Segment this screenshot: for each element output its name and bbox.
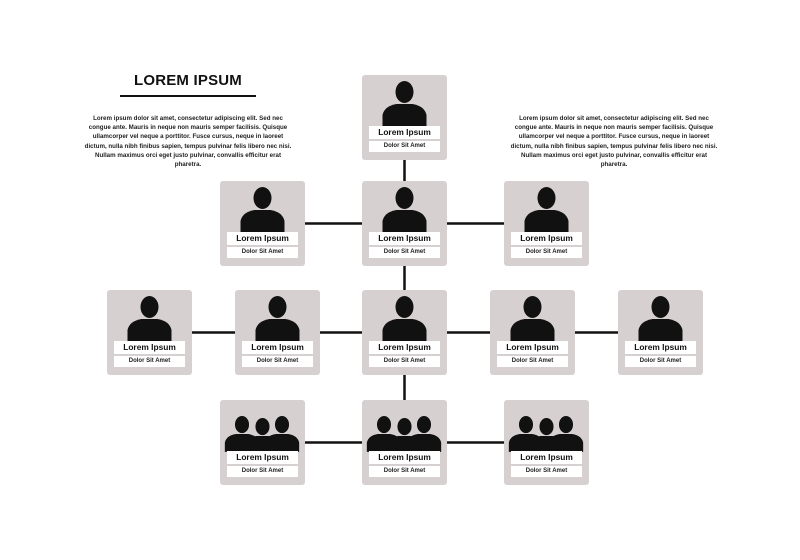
card-name: Lorem Ipsum <box>227 451 298 464</box>
group-icon <box>366 416 442 454</box>
person-icon <box>382 296 427 342</box>
card-name: Lorem Ipsum <box>497 341 568 354</box>
card-role: Dolor Sit Amet <box>369 356 440 367</box>
card-name: Lorem Ipsum <box>369 126 440 139</box>
person-icon <box>255 296 300 342</box>
person-icon <box>127 296 172 342</box>
person-icon <box>638 296 683 342</box>
card-name: Lorem Ipsum <box>242 341 313 354</box>
person-icon <box>240 187 285 233</box>
card-name: Lorem Ipsum <box>625 341 696 354</box>
card-role: Dolor Sit Amet <box>497 356 568 367</box>
card-role: Dolor Sit Amet <box>114 356 185 367</box>
card-role: Dolor Sit Amet <box>227 247 298 258</box>
person-icon <box>524 187 569 233</box>
card-name: Lorem Ipsum <box>227 232 298 245</box>
card-name: Lorem Ipsum <box>369 451 440 464</box>
card-name: Lorem Ipsum <box>114 341 185 354</box>
person-icon <box>382 81 427 127</box>
title-underline <box>120 95 256 97</box>
card-role: Dolor Sit Amet <box>511 466 582 477</box>
diagram-title: LOREM IPSUM <box>133 72 243 89</box>
card-role: Dolor Sit Amet <box>227 466 298 477</box>
card-role: Dolor Sit Amet <box>511 247 582 258</box>
card-name: Lorem Ipsum <box>369 341 440 354</box>
card-name: Lorem Ipsum <box>511 451 582 464</box>
description-right: Lorem ipsum dolor sit amet, consectetur … <box>510 115 718 169</box>
card-role: Dolor Sit Amet <box>369 141 440 152</box>
card-role: Dolor Sit Amet <box>625 356 696 367</box>
card-name: Lorem Ipsum <box>369 232 440 245</box>
card-name: Lorem Ipsum <box>511 232 582 245</box>
card-role: Dolor Sit Amet <box>242 356 313 367</box>
person-icon <box>510 296 555 342</box>
person-icon <box>382 187 427 233</box>
group-icon <box>224 416 300 454</box>
description-left: Lorem ipsum dolor sit amet, consectetur … <box>84 115 292 169</box>
card-role: Dolor Sit Amet <box>369 247 440 258</box>
card-role: Dolor Sit Amet <box>369 466 440 477</box>
group-icon <box>508 416 584 454</box>
